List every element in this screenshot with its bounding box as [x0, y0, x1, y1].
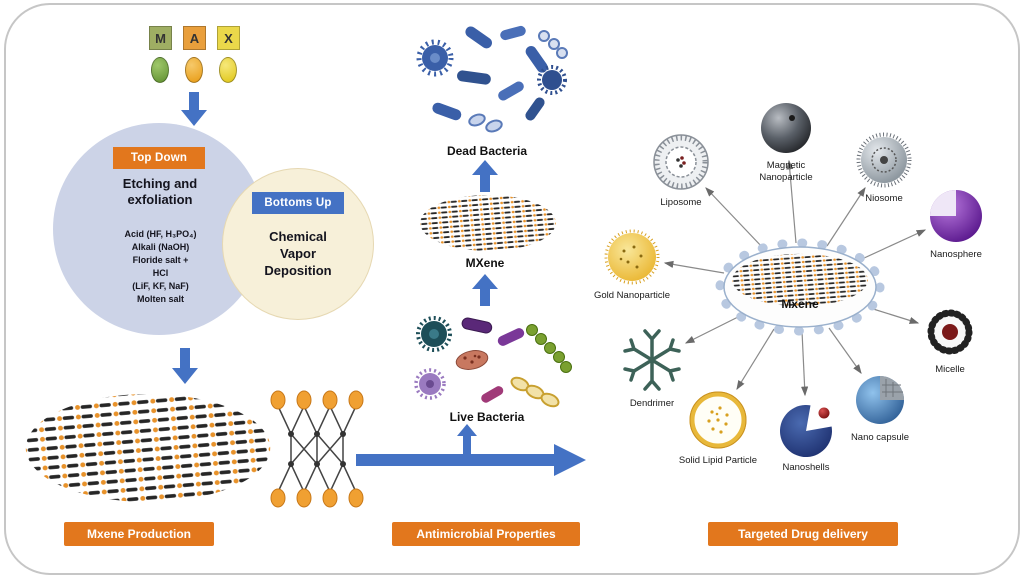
mxene-flakes-illustration — [25, 394, 271, 502]
etch-line: Floride salt + — [132, 255, 189, 265]
niosome-icon — [856, 132, 912, 188]
particle-label: Nano capsule — [850, 432, 910, 443]
etch-line: Alkali (NaOH) — [131, 242, 190, 252]
max-box-m: M — [149, 26, 172, 50]
m-atom-oval — [151, 57, 169, 83]
particle-nanoshells: Nanoshells — [766, 401, 846, 474]
etching-title: Etching and exfoliation — [122, 176, 198, 207]
cvd-title: Chemical Vapor Deposition — [264, 229, 332, 278]
liposome-icon — [653, 134, 709, 190]
etch-line: (LiF, KF, NaF) — [132, 281, 189, 291]
particle-magnetic-nanoparticle: Magnetic Nanoparticle — [746, 101, 826, 183]
particle-label: Solid Lipid Particle — [678, 455, 758, 466]
dead-bacteria-illustration — [416, 25, 568, 133]
particle-label: Micelle — [935, 364, 965, 375]
particle-liposome: Liposome — [641, 132, 721, 209]
dendrimer-icon — [623, 329, 681, 391]
section-label-antimicrobial: Antimicrobial Properties — [392, 522, 580, 546]
mxene-label: MXene — [465, 256, 505, 270]
nanoshells-icon — [780, 405, 832, 457]
nano-capsule-icon — [856, 376, 904, 424]
particle-label: Nanoshells — [782, 462, 830, 473]
bottoms-up-badge: Bottoms Up — [252, 192, 344, 214]
etch-line: HCl — [152, 268, 169, 278]
a-atom-oval — [185, 57, 203, 83]
magnetic-nanoparticle-icon — [761, 103, 811, 153]
mxene-flake-illustration — [420, 195, 556, 251]
mxene-lattice-illustration — [270, 390, 364, 508]
mxene-cloud — [715, 238, 885, 336]
down-arrow-icon — [181, 92, 207, 126]
up-arrow-icon — [457, 424, 477, 454]
up-arrow-icon — [472, 274, 498, 306]
particle-nano-capsule: Nano capsule — [840, 373, 920, 444]
right-arrow-icon — [356, 444, 586, 476]
particle-micelle: Micelle — [910, 305, 990, 376]
dead-bacteria-label: Dead Bacteria — [446, 144, 528, 158]
x-atom-oval — [219, 57, 237, 83]
particle-label: Dendrimer — [629, 398, 675, 409]
particle-label: Liposome — [660, 197, 702, 208]
up-arrow-icon — [472, 160, 498, 192]
nanosphere-icon — [930, 190, 982, 242]
section-label-targeted-delivery: Targeted Drug delivery — [708, 522, 898, 546]
particle-dendrimer: Dendrimer — [612, 327, 692, 410]
live-bacteria-illustration — [414, 316, 572, 408]
particle-label: Gold Nanoparticle — [593, 290, 671, 301]
live-bacteria-label: Live Bacteria — [449, 410, 525, 424]
particle-label: Niosome — [865, 193, 903, 204]
etch-line: Molten salt — [136, 294, 184, 304]
solid-lipid-particle-icon — [689, 391, 747, 449]
gold-nanoparticle-icon — [604, 229, 660, 285]
section-label-mxene-production: Mxene Production — [64, 522, 214, 546]
particle-label: Nanosphere — [930, 249, 982, 260]
max-box-x: X — [217, 26, 240, 50]
top-down-badge: Top Down — [113, 147, 205, 169]
micelle-icon — [927, 309, 973, 355]
particle-solid-lipid: Solid Lipid Particle — [678, 390, 758, 467]
particle-label: Magnetic Nanoparticle — [759, 160, 813, 183]
etch-line: Acid (HF, H₃PO₄) — [124, 229, 197, 239]
particle-gold-nanoparticle: Gold Nanoparticle — [592, 229, 672, 302]
cloud-mxene-label: Mxene — [781, 297, 819, 311]
down-arrow-icon — [172, 348, 198, 384]
particle-nanosphere: Nanosphere — [916, 188, 996, 261]
etching-methods-list: Acid (HF, H₃PO₄) Alkali (NaOH) Floride s… — [88, 228, 233, 306]
max-box-a: A — [183, 26, 206, 50]
particle-niosome: Niosome — [844, 132, 924, 205]
